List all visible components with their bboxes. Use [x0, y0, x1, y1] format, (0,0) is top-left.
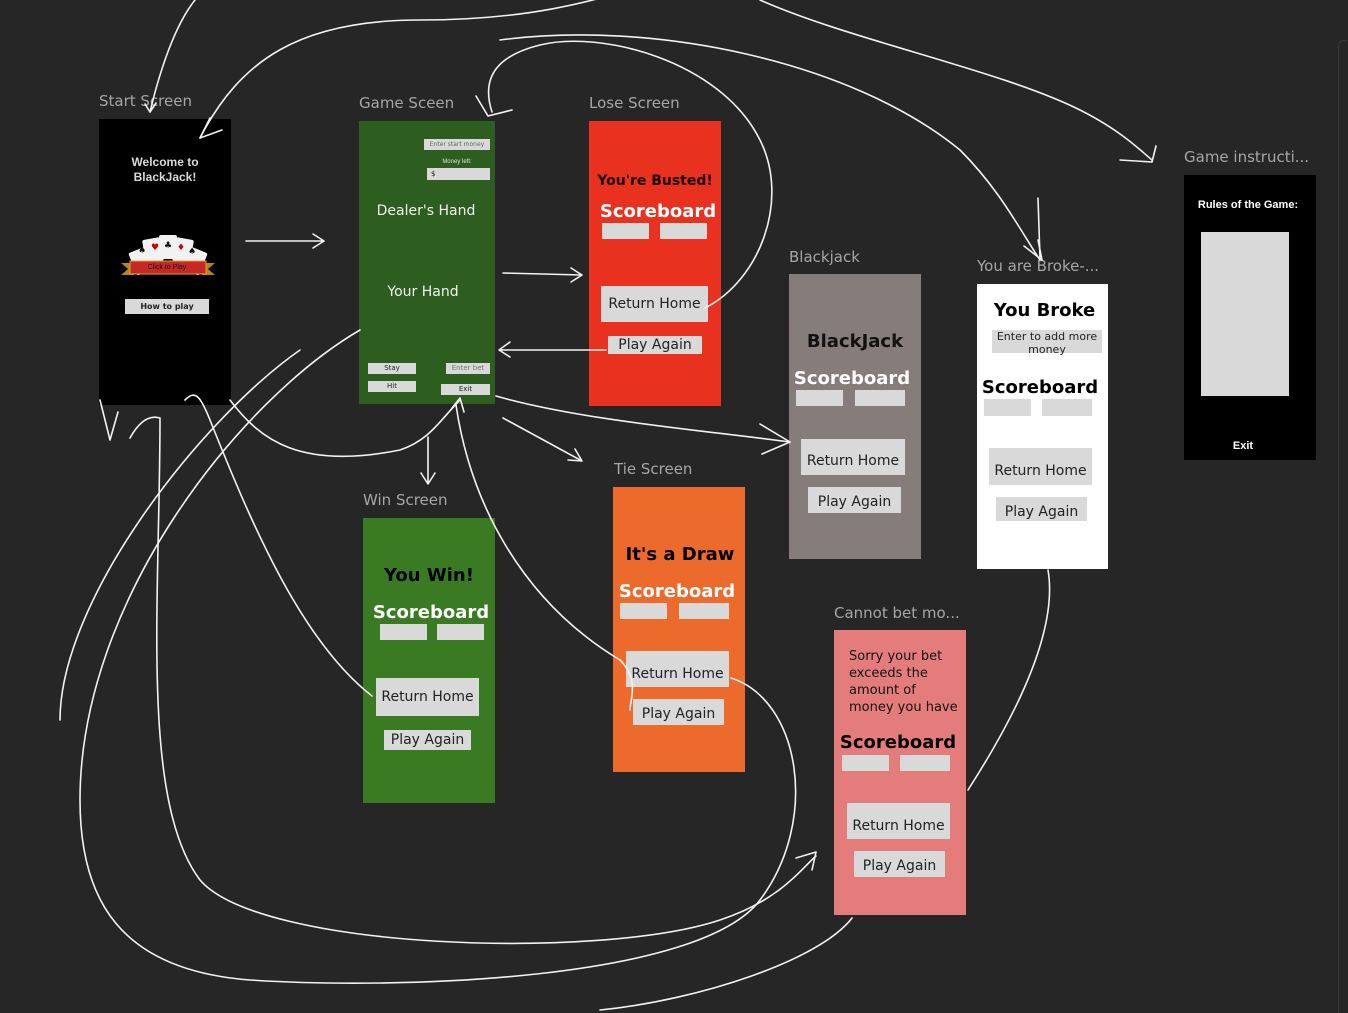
svg-text:♠: ♠	[138, 246, 146, 256]
instructions-screen-frame[interactable]: Rules of the Game: Exit	[1184, 175, 1316, 460]
start-screen-frame[interactable]: Welcome to BlackJack! ♠ ♥ ♣ ♦ ♠ Click to…	[99, 119, 231, 405]
svg-text:♥: ♥	[151, 243, 159, 253]
score-box-dealer	[1042, 399, 1092, 416]
play-again-button[interactable]: Play Again	[808, 487, 901, 513]
how-to-play-button[interactable]: How to play	[125, 299, 209, 314]
score-box-dealer	[679, 603, 729, 619]
play-again-button[interactable]: Play Again	[608, 336, 702, 354]
frame-label-game[interactable]: Game Sceen	[359, 94, 455, 112]
tie-screen-frame[interactable]: It's a Draw Scoreboard Return Home Play …	[613, 487, 745, 772]
score-box-player	[602, 223, 649, 239]
return-home-button[interactable]: Return Home	[989, 448, 1092, 485]
win-screen-frame[interactable]: You Win! Scoreboard Return Home Play Aga…	[363, 518, 495, 803]
return-home-button[interactable]: Return Home	[601, 286, 708, 322]
broke-title: You Broke	[993, 300, 1096, 321]
your-hand-label: Your Hand	[387, 284, 459, 300]
frame-label-blackjack[interactable]: Blackjack	[789, 248, 860, 266]
game-screen-frame[interactable]: Enter start money Money left: $ Dealer's…	[359, 121, 495, 404]
canvas-scrollbar[interactable]	[1338, 40, 1347, 1013]
return-home-button[interactable]: Return Home	[626, 651, 729, 687]
stay-button[interactable]: Stay	[368, 363, 416, 374]
scoreboard-title: Scoreboard	[599, 201, 717, 222]
win-title: You Win!	[384, 565, 474, 586]
scoreboard-title: Scoreboard	[372, 602, 490, 623]
frame-label-instructions[interactable]: Game instructi...	[1184, 148, 1310, 166]
score-box-player	[842, 755, 889, 771]
blackjack-screen-frame[interactable]: BlackJack Scoreboard Return Home Play Ag…	[789, 274, 921, 559]
arrow-game-to-tie	[502, 417, 583, 462]
score-box-dealer	[900, 755, 950, 771]
blackjack-title: BlackJack	[806, 331, 904, 352]
score-box-dealer	[855, 390, 905, 406]
return-home-button[interactable]: Return Home	[376, 678, 479, 716]
arrow-start-to-game	[245, 233, 325, 249]
add-money-input[interactable]: Enter to add more money	[992, 330, 1102, 356]
play-again-button[interactable]: Play Again	[384, 730, 471, 750]
arrowhead-into-blackjack	[759, 423, 791, 455]
arrowhead-start-bottom-left	[99, 399, 119, 441]
bet-input[interactable]: Enter bet	[446, 363, 490, 374]
busted-title: You're Busted!	[597, 173, 713, 189]
svg-text:♠: ♠	[188, 247, 196, 257]
frame-label-cannot[interactable]: Cannot bet mo...	[834, 604, 960, 622]
money-left-label: Money left:	[442, 159, 472, 165]
score-box-player	[796, 390, 843, 406]
frame-label-broke[interactable]: You are Broke-...	[977, 257, 1100, 275]
cards-logo-icon: ♠ ♥ ♣ ♦ ♠	[121, 235, 215, 275]
score-box-dealer	[660, 223, 707, 239]
frame-label-start[interactable]: Start Screen	[99, 92, 192, 110]
curve-to-broke	[499, 34, 1041, 261]
scoreboard-title: Scoreboard	[981, 377, 1099, 398]
broke-screen-frame[interactable]: You Broke Enter to add more money Scoreb…	[977, 284, 1108, 569]
curve-cannot-to-broke	[967, 569, 1051, 791]
tie-title: It's a Draw	[625, 544, 735, 565]
scoreboard-title: Scoreboard	[793, 368, 911, 389]
score-box-player	[380, 624, 427, 640]
arrowhead-into-game	[475, 95, 513, 117]
score-box-dealer	[437, 624, 484, 640]
frame-label-win[interactable]: Win Screen	[363, 491, 448, 509]
return-home-button[interactable]: Return Home	[847, 803, 950, 839]
line-broke-top	[1037, 197, 1041, 259]
arrowhead-into-cannot	[795, 851, 817, 871]
curve-to-start-top	[199, 0, 597, 139]
score-box-player	[984, 399, 1031, 416]
play-again-button[interactable]: Play Again	[996, 497, 1087, 521]
lose-screen-frame[interactable]: You're Busted! Scoreboard Return Home Pl…	[589, 121, 721, 406]
arrowhead-into-instructions	[1119, 145, 1157, 163]
exit-button[interactable]: Exit	[441, 384, 490, 395]
rules-title: Rules of the Game:	[1197, 199, 1299, 211]
money-left-field: $	[427, 168, 490, 180]
rules-text-area	[1201, 232, 1289, 396]
play-again-button[interactable]: Play Again	[633, 699, 724, 725]
frame-label-lose[interactable]: Lose Screen	[589, 94, 680, 112]
welcome-text: Welcome to BlackJack!	[131, 155, 199, 184]
start-money-input[interactable]: Enter start money	[424, 139, 490, 150]
scoreboard-title: Scoreboard	[618, 581, 736, 602]
curve-win-to-start	[184, 394, 373, 697]
cannot-bet-message: Sorry your bet exceeds the amount of mon…	[849, 649, 958, 715]
arrow-game-to-win	[420, 436, 436, 485]
scoreboard-title: Scoreboard	[839, 732, 957, 753]
svg-text:♦: ♦	[177, 243, 185, 253]
play-again-button[interactable]: Play Again	[854, 851, 945, 877]
click-to-play-button[interactable]: Click to Play	[147, 264, 187, 271]
return-home-button[interactable]: Return Home	[801, 439, 905, 475]
frame-label-tie[interactable]: Tie Screen	[614, 460, 693, 478]
cannot-bet-screen-frame[interactable]: Sorry your bet exceeds the amount of mon…	[834, 630, 966, 915]
score-box-player	[620, 603, 667, 619]
curve-cannot-bottom	[599, 917, 853, 1011]
arrow-game-to-lose	[502, 267, 583, 283]
curve-left-loop	[59, 349, 301, 721]
exit-button[interactable]: Exit	[1232, 440, 1254, 452]
dealer-hand-label: Dealer's Hand	[376, 203, 476, 219]
curve-to-instructions	[759, 0, 1153, 161]
svg-text:♣: ♣	[164, 241, 172, 251]
curve-start-to-game-exit	[229, 399, 461, 458]
hit-button[interactable]: Hit	[368, 381, 416, 392]
